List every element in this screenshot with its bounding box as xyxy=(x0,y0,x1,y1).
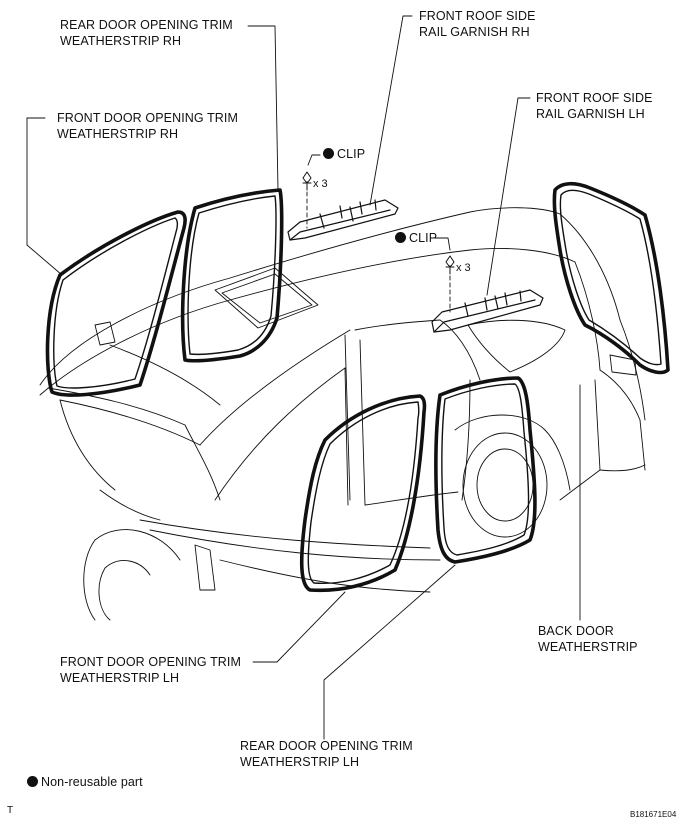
label-front-roof-rh: FRONT ROOF SIDE RAIL GARNISH RH xyxy=(419,9,536,39)
front-door-rh-weatherstrip xyxy=(45,210,187,397)
non-reusable-dot-icon xyxy=(27,776,38,787)
back-door-weatherstrip xyxy=(552,181,670,375)
clip-label-lh: CLIP xyxy=(395,230,437,246)
clip-label-rh: CLIP xyxy=(323,146,365,162)
clip-qty-lh: x 3 xyxy=(456,262,471,274)
label-front-roof-lh: FRONT ROOF SIDE RAIL GARNISH LH xyxy=(536,91,653,121)
figure-code: B181671E04 xyxy=(630,810,677,819)
label-rear-door-lh: REAR DOOR OPENING TRIM WEATHERSTRIP LH xyxy=(240,739,413,769)
rear-door-rh-weatherstrip xyxy=(180,188,284,363)
legend: Non-reusable part xyxy=(27,774,143,790)
non-reusable-dot-icon xyxy=(323,148,334,159)
front-roof-garnish-lh xyxy=(431,289,544,333)
label-back-door: BACK DOOR WEATHERSTRIP xyxy=(538,624,638,654)
clip-icon xyxy=(445,255,455,275)
rear-door-lh-weatherstrip xyxy=(434,376,537,564)
clip-icon xyxy=(302,171,312,191)
label-rear-door-rh: REAR DOOR OPENING TRIM WEATHERSTRIP RH xyxy=(60,18,233,48)
front-door-lh-weatherstrip xyxy=(299,394,427,593)
non-reusable-dot-icon xyxy=(395,232,406,243)
label-front-door-lh: FRONT DOOR OPENING TRIM WEATHERSTRIP LH xyxy=(60,655,242,685)
front-roof-garnish-rh xyxy=(287,199,399,241)
leader-lines xyxy=(26,15,581,740)
clip-dashed-lines xyxy=(306,191,451,313)
label-front-door-rh: FRONT DOOR OPENING TRIM WEATHERSTRIP RH xyxy=(57,111,239,141)
vehicle-body-outline xyxy=(39,207,646,621)
footer-mark: T xyxy=(7,805,14,816)
clip-qty-rh: x 3 xyxy=(313,178,328,190)
